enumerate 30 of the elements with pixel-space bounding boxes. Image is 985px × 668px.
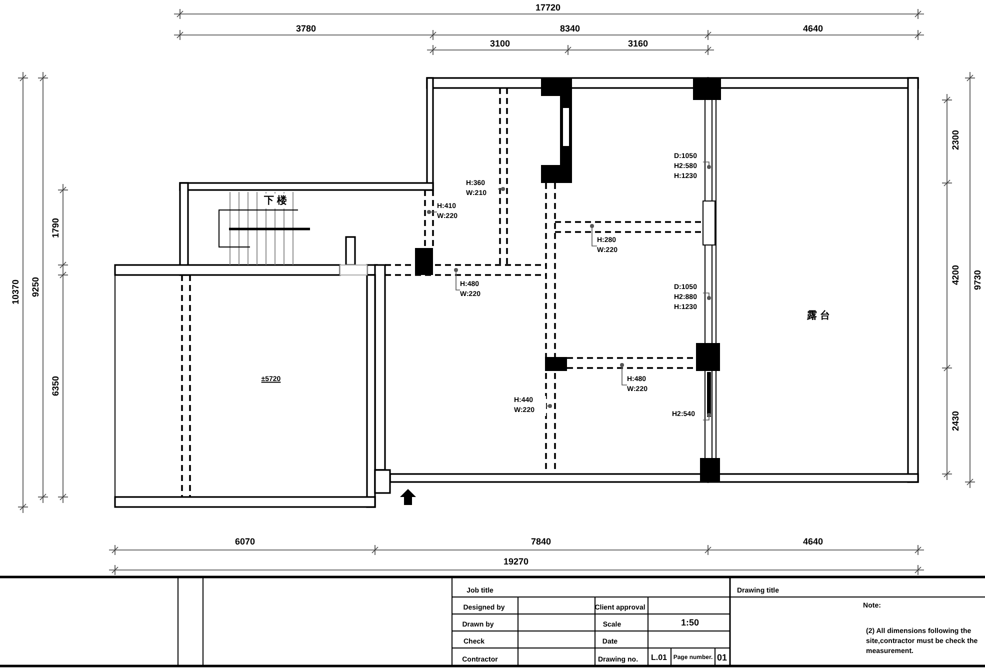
dimension-label: 3100: [490, 37, 510, 50]
leader-line: [546, 404, 552, 408]
dimension-label: 2300: [949, 130, 962, 150]
leader-line: [590, 224, 598, 246]
dimension-label: 6070: [234, 535, 256, 548]
leader-line: [454, 268, 460, 290]
field-value: 01: [717, 651, 727, 664]
dimension-label: 6350: [49, 376, 62, 396]
dimension-label: 9250: [29, 276, 42, 298]
leader-line: [702, 162, 711, 169]
field-value: L.01: [651, 652, 667, 664]
leader-line: [702, 413, 711, 420]
leader-line: [498, 187, 505, 191]
dimension-label: 9730: [971, 270, 984, 290]
dimension-label: 4640: [802, 535, 824, 548]
dimension-label: 10370: [9, 279, 22, 305]
dimension-label: 3160: [628, 37, 648, 50]
dimension-label: 4640: [802, 22, 824, 36]
dimension-label: 17720: [535, 1, 561, 14]
dimension-label: 2430: [949, 410, 962, 432]
dimension-label: 8340: [560, 22, 580, 36]
field-value: 1:50: [681, 616, 699, 630]
leader-line: [427, 210, 438, 214]
leader-line: [620, 363, 628, 386]
dimension-label: 1790: [49, 218, 62, 238]
dimension-label: 3780: [296, 22, 316, 36]
leader-line: [702, 292, 711, 300]
dimension-label: 4200: [949, 264, 962, 286]
dimension-label: 7840: [530, 535, 552, 548]
dimension-label: 19270: [503, 555, 529, 568]
